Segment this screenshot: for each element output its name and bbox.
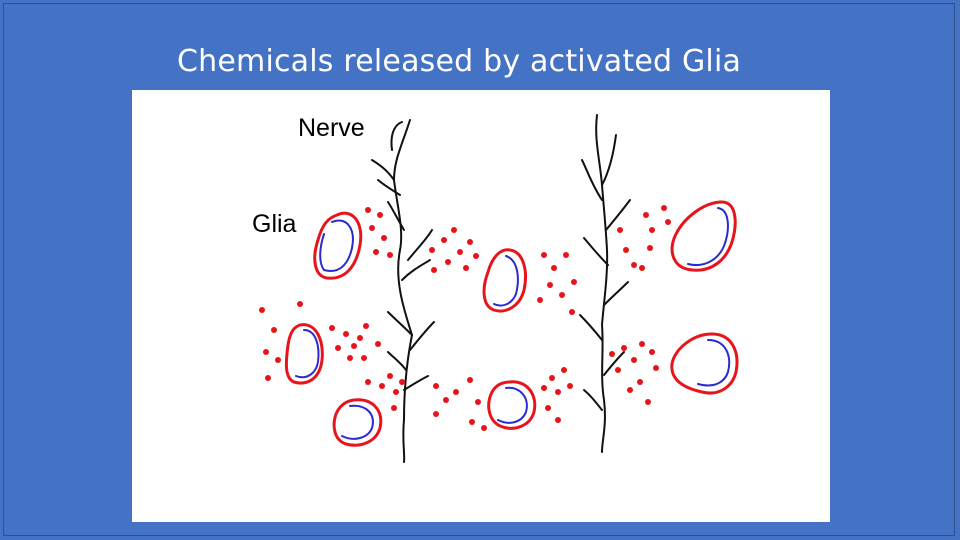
diagram-drawing — [259, 114, 739, 463]
diagram-panel: Nerve Glia — [132, 90, 830, 522]
glia-cell — [284, 323, 324, 385]
glia-cell — [487, 380, 537, 430]
glia-cell — [332, 398, 383, 447]
slide-title: Chemicals released by activated Glia — [177, 44, 742, 79]
glia-cell — [670, 200, 737, 272]
glia-label: Glia — [252, 210, 297, 238]
slide-frame — [3, 3, 955, 536]
chemical-dots — [259, 205, 671, 431]
glia-cell — [313, 211, 363, 280]
nerve-label: Nerve — [298, 114, 365, 142]
glia-cells — [284, 200, 739, 447]
glia-cell — [670, 332, 739, 395]
nerve-right — [579, 114, 631, 453]
nerve-left — [371, 119, 435, 463]
glia-cell — [482, 248, 527, 313]
